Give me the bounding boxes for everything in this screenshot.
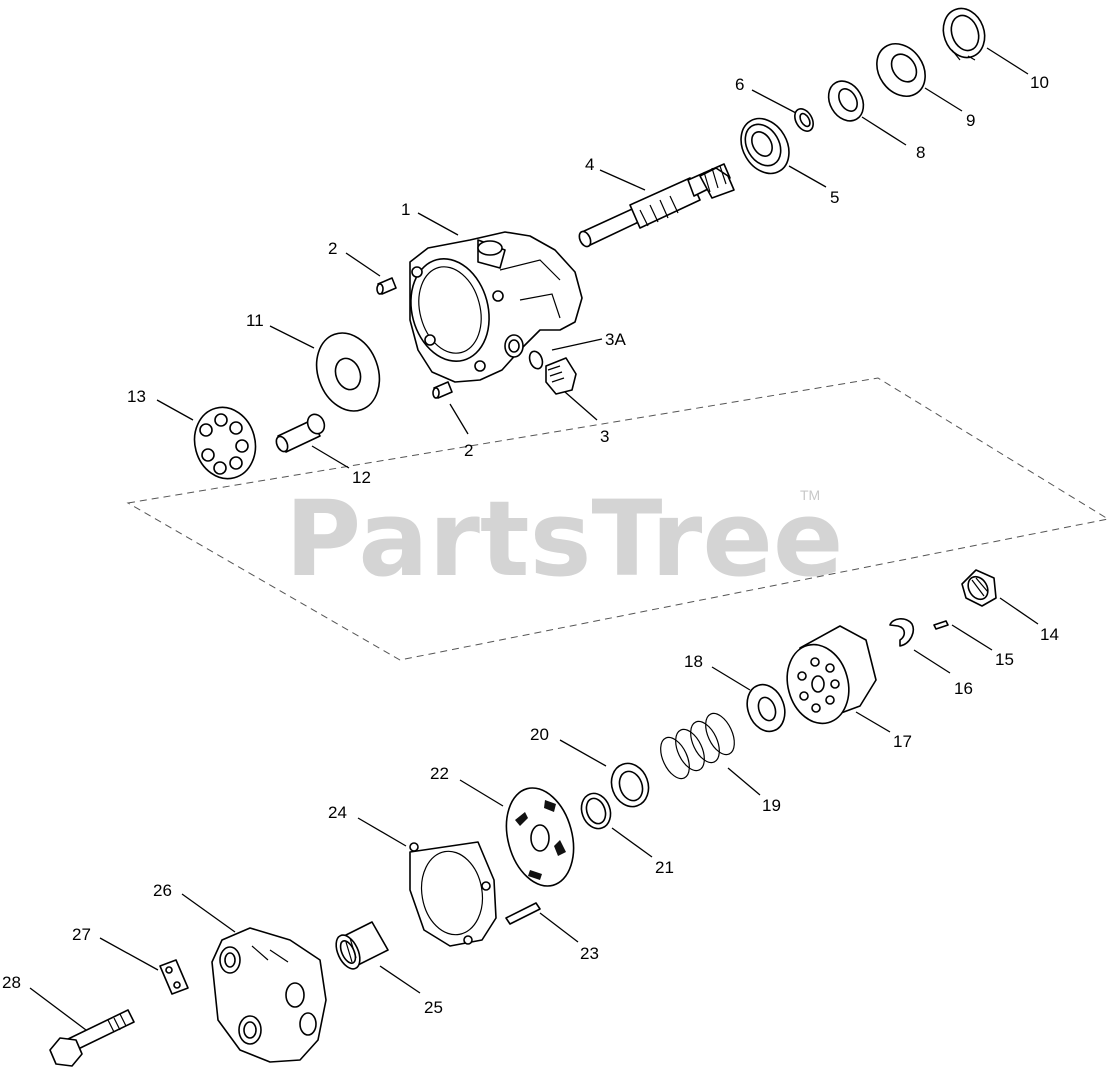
leader-20 xyxy=(559,739,607,767)
part-10-snap-ring[interactable] xyxy=(937,3,992,64)
part-12-valve[interactable] xyxy=(274,412,327,454)
leader-3 xyxy=(564,391,598,421)
part-17-cylinder-block[interactable] xyxy=(779,625,877,730)
callout-4[interactable]: 4 xyxy=(585,155,594,174)
callout-24[interactable]: 24 xyxy=(328,803,347,822)
callout-9[interactable]: 9 xyxy=(966,111,975,130)
callout-17[interactable]: 17 xyxy=(893,732,912,751)
part-21-snap-ring[interactable] xyxy=(577,789,616,832)
leader-17 xyxy=(855,711,891,733)
part-9-seal[interactable] xyxy=(867,34,935,105)
callout-2-lower[interactable]: 2 xyxy=(464,441,473,460)
leader-9 xyxy=(924,87,963,112)
callout-26[interactable]: 26 xyxy=(153,881,172,900)
leader-23 xyxy=(539,912,579,943)
leader-15 xyxy=(951,624,993,651)
leader-2-lower xyxy=(449,403,469,435)
leader-16 xyxy=(913,649,951,674)
callout-2-upper[interactable]: 2 xyxy=(328,239,337,258)
part-22-swash-plate[interactable] xyxy=(496,780,584,893)
leader-22 xyxy=(459,779,504,807)
leader-13 xyxy=(156,399,194,421)
leader-6 xyxy=(751,89,797,114)
part-15-key[interactable] xyxy=(933,620,949,630)
part-23-roll-pin[interactable] xyxy=(505,902,541,925)
leader-26 xyxy=(181,893,236,933)
callout-19[interactable]: 19 xyxy=(762,796,781,815)
part-13-valve-plate[interactable] xyxy=(187,400,264,485)
callout-8[interactable]: 8 xyxy=(916,143,925,162)
leader-19 xyxy=(727,767,761,796)
callout-3[interactable]: 3 xyxy=(600,427,609,446)
leader-5 xyxy=(788,165,827,188)
part-2-dowel-pin-lower[interactable] xyxy=(432,381,453,399)
part-26-end-cap[interactable] xyxy=(211,927,327,1063)
leader-18 xyxy=(711,666,751,691)
callout-13[interactable]: 13 xyxy=(127,387,146,406)
part-1-housing[interactable] xyxy=(400,231,583,383)
part-6-retaining-ring[interactable] xyxy=(791,106,817,135)
callout-14[interactable]: 14 xyxy=(1040,625,1059,644)
leader-14 xyxy=(999,597,1039,625)
callout-1[interactable]: 1 xyxy=(401,200,410,219)
leader-21 xyxy=(611,827,653,858)
callout-18[interactable]: 18 xyxy=(684,652,703,671)
callout-12[interactable]: 12 xyxy=(352,468,371,487)
watermark-text: PartsTree xyxy=(285,478,843,600)
part-19-spring[interactable] xyxy=(655,709,740,783)
leader-24 xyxy=(357,817,407,847)
callout-6[interactable]: 6 xyxy=(735,75,744,94)
leader-25 xyxy=(379,965,421,994)
part-18-washer[interactable] xyxy=(741,679,791,736)
leader-1 xyxy=(417,212,459,236)
callout-23[interactable]: 23 xyxy=(580,944,599,963)
part-16-clip[interactable] xyxy=(889,618,915,647)
callout-11[interactable]: 11 xyxy=(246,311,264,330)
assembly-dashed-outline xyxy=(126,377,1110,661)
part-8-washer[interactable] xyxy=(822,75,871,127)
leader-2-upper xyxy=(345,252,381,277)
callout-21[interactable]: 21 xyxy=(655,858,674,877)
leader-27 xyxy=(99,937,159,971)
leader-11 xyxy=(269,325,315,349)
part-27-spacer[interactable] xyxy=(159,959,189,995)
part-20-washer[interactable] xyxy=(606,758,655,812)
callout-27[interactable]: 27 xyxy=(72,925,91,944)
callout-25[interactable]: 25 xyxy=(424,998,443,1017)
part-28-bolt[interactable] xyxy=(49,1009,135,1067)
leader-10 xyxy=(986,47,1029,75)
leader-3a xyxy=(551,338,603,351)
callout-15[interactable]: 15 xyxy=(995,650,1014,669)
callout-5[interactable]: 5 xyxy=(830,188,839,207)
part-5-bearing[interactable] xyxy=(731,110,798,182)
callout-16[interactable]: 16 xyxy=(954,679,973,698)
part-3-plug[interactable] xyxy=(545,357,577,395)
callout-10[interactable]: 10 xyxy=(1030,73,1049,92)
part-3a-o-ring[interactable] xyxy=(527,349,544,370)
leader-4 xyxy=(599,169,646,191)
callout-28[interactable]: 28 xyxy=(2,973,21,992)
callout-3a[interactable]: 3A xyxy=(605,330,626,349)
leader-8 xyxy=(861,116,907,146)
callout-20[interactable]: 20 xyxy=(530,725,549,744)
part-14-nut[interactable] xyxy=(961,569,997,607)
callout-22[interactable]: 22 xyxy=(430,764,449,783)
leader-28 xyxy=(29,987,87,1031)
watermark-trademark: TM xyxy=(800,487,820,503)
part-2-dowel-pin-upper[interactable] xyxy=(376,277,397,295)
leader-12 xyxy=(311,445,350,469)
part-24-gasket[interactable] xyxy=(409,841,497,947)
part-25-needle-bearing[interactable] xyxy=(331,921,389,973)
part-11-thrust-washer[interactable] xyxy=(306,324,390,420)
part-4-shaft[interactable] xyxy=(577,163,735,248)
